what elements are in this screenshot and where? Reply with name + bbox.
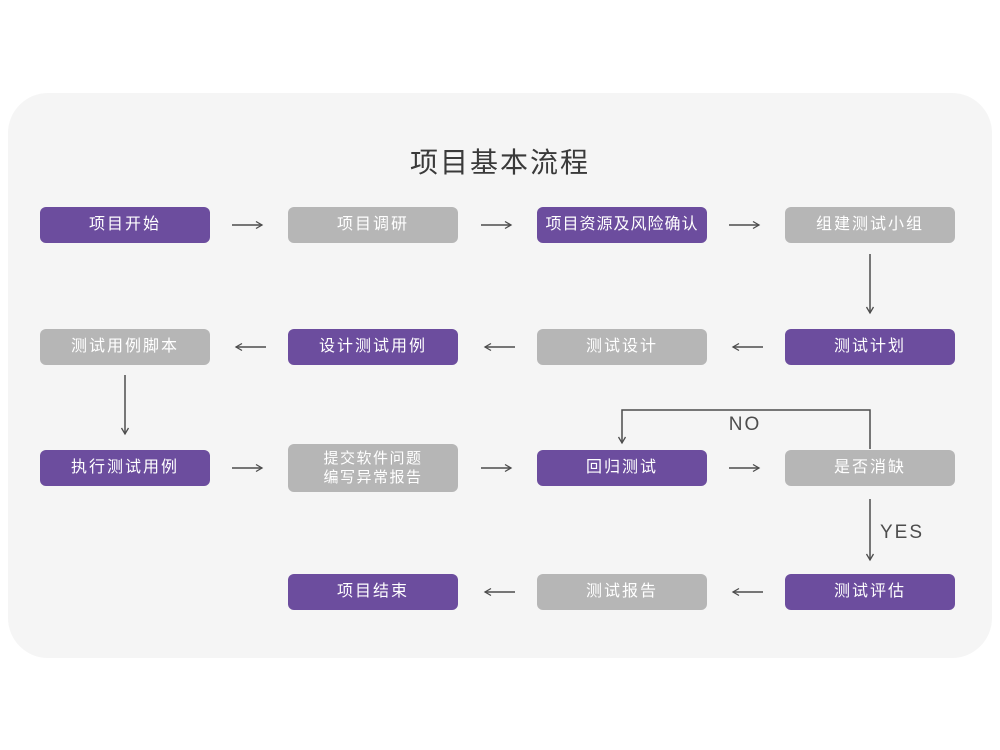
node-project-end: 项目结束 xyxy=(288,574,458,610)
page-title: 项目基本流程 xyxy=(409,147,590,178)
branch-label-yes: YES xyxy=(880,522,925,543)
node-submit-issues: 提交软件问题 编写异常报告 xyxy=(288,444,458,492)
node-test-design: 测试设计 xyxy=(537,329,707,365)
branch-label-no: NO xyxy=(728,414,762,435)
node-test-plan: 测试计划 xyxy=(785,329,955,365)
node-test-report: 测试报告 xyxy=(537,574,707,610)
node-build-test-team: 组建测试小组 xyxy=(785,207,955,243)
node-test-case-script: 测试用例脚本 xyxy=(40,329,210,365)
node-execute-test-case: 执行测试用例 xyxy=(40,450,210,486)
node-project-resources: 项目资源及风险确认 xyxy=(537,207,707,243)
node-test-evaluation: 测试评估 xyxy=(785,574,955,610)
node-design-test-case: 设计测试用例 xyxy=(288,329,458,365)
node-project-research: 项目调研 xyxy=(288,207,458,243)
node-defect-check: 是否消缺 xyxy=(785,450,955,486)
node-project-start: 项目开始 xyxy=(40,207,210,243)
node-regression-test: 回归测试 xyxy=(537,450,707,486)
flowchart-card xyxy=(8,93,992,658)
